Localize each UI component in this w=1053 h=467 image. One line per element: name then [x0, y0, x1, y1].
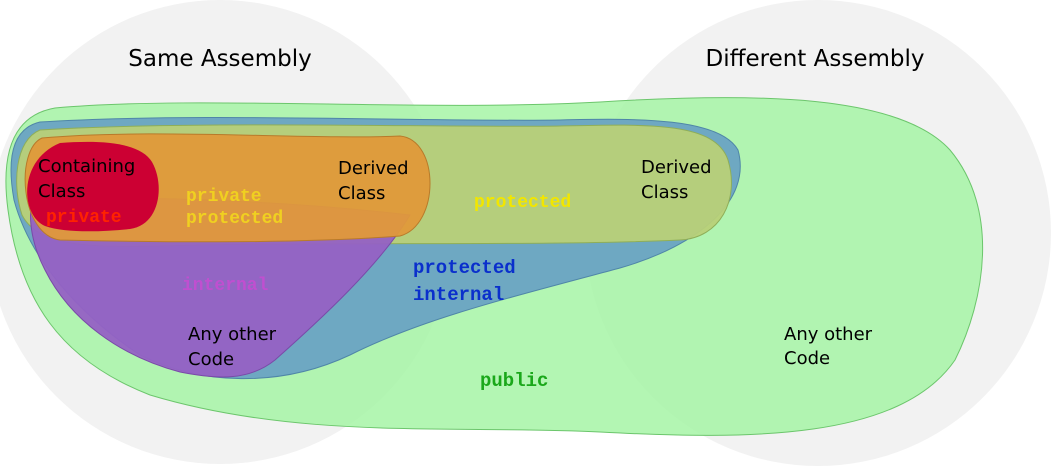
protected-keyword: protected: [474, 193, 571, 213]
containing-class-label-line1: Containing: [38, 156, 135, 177]
derived-class-different-label-line1: Derived: [641, 157, 712, 178]
private-protected-keyword-line1: private: [186, 187, 262, 207]
private-keyword: private: [46, 208, 122, 228]
private-region: [27, 141, 159, 232]
protected-internal-keyword-line2: internal: [413, 284, 504, 306]
any-other-code-same-label-line1: Any other: [188, 324, 277, 345]
protected-internal-keyword-line1: protected: [413, 257, 516, 279]
private-protected-keyword-line2: protected: [186, 209, 283, 229]
derived-class-different-label-line2: Class: [641, 182, 688, 203]
public-keyword: public: [480, 370, 548, 392]
same-assembly-title: Same Assembly: [128, 46, 311, 72]
any-other-code-same-label-line2: Code: [188, 349, 234, 370]
derived-class-same-label-line2: Class: [338, 183, 385, 204]
different-assembly-title: Different Assembly: [706, 46, 925, 72]
any-other-code-different-label-line2: Code: [784, 348, 830, 369]
any-other-code-different-label-line1: Any other: [784, 324, 873, 345]
derived-class-same-label-line1: Derived: [338, 158, 409, 179]
internal-keyword: internal: [182, 276, 269, 296]
containing-class-label-line2: Class: [38, 181, 85, 202]
